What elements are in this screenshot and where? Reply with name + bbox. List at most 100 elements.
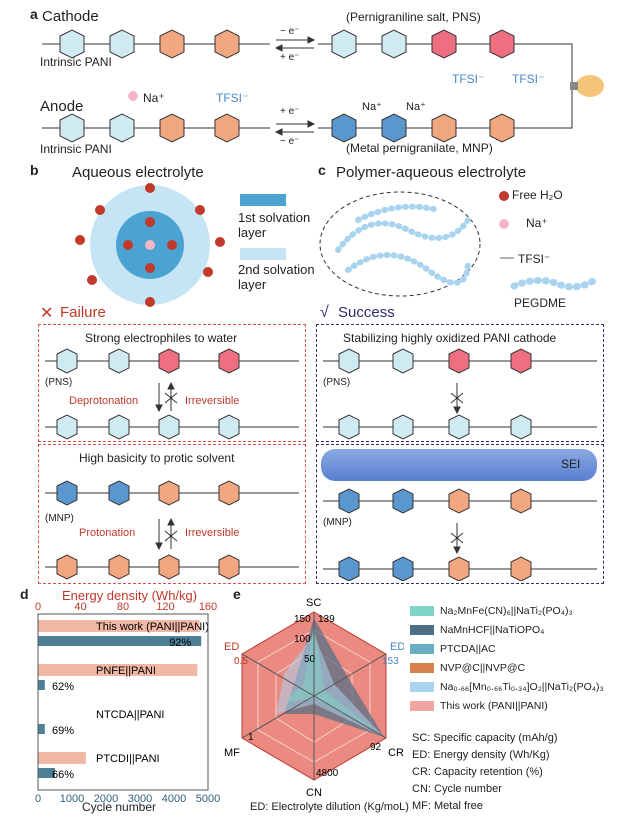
plus-e-top: + e⁻ — [280, 52, 300, 63]
legend-item-5: Na₀.₆₆[Mn₀.₆₆Ti₀.₃₄]O₂||NaTi₂(PO₄)₃ — [410, 678, 622, 697]
reaction-arrows — [274, 36, 316, 136]
cycle-tick-4: 4000 — [162, 793, 186, 805]
success-box1-title: Stabilizing highly oxidized PANI cathode — [343, 331, 557, 345]
intrinsic-pani-bottom: Intrinsic PANI — [40, 142, 112, 156]
cycle-bar-2 — [38, 724, 45, 734]
axis-cr: CR — [388, 747, 404, 759]
category-label-0: This work (PANI||PANI) — [96, 621, 209, 633]
legend-item-2: NaMnHCF||NaTiOPO₄ — [410, 621, 622, 640]
first-solvation-line2: layer — [238, 225, 267, 240]
na-c-icon — [499, 219, 509, 229]
tick-edl-05: 0.5 — [234, 656, 248, 667]
tick-100: 100 — [294, 634, 311, 645]
box1-title: Strong electrophiles to water — [85, 331, 238, 345]
success-check-icon: √ — [320, 304, 329, 321]
cycle-axis-title: Cycle number — [82, 800, 157, 814]
tfsi-a-2: TFSI⁻ — [512, 72, 545, 86]
na-ion-label: Na⁺ — [143, 91, 165, 105]
cycle-bar-1 — [38, 680, 45, 690]
axis-sc: SC — [306, 597, 321, 609]
tfsi-label: TFSI⁻ — [216, 91, 249, 105]
legend-item-4: NVP@C||NVP@C — [410, 659, 622, 678]
box2-irreversible: Irreversible — [185, 527, 240, 539]
energy-bar-3 — [38, 752, 86, 764]
sei-label: SEI — [561, 457, 581, 471]
success-box-1: Stabilizing highly oxidized PANI cathode… — [316, 324, 604, 442]
radar-axes — [241, 612, 387, 780]
plot-frame — [37, 613, 209, 791]
tick-cr-92: 92 — [370, 742, 382, 753]
tick-cn-4800: 4800 — [316, 768, 339, 779]
cycle-tick-1: 1000 — [60, 793, 84, 805]
chain-intrinsic-bottom — [42, 113, 270, 143]
axis-mf: MF — [224, 747, 240, 759]
panel-c-label: c — [318, 162, 326, 178]
failure-box-1: Strong electrophiles to water (PNS) Depr… — [38, 324, 306, 442]
intrinsic-pani-top: Intrinsic PANI — [40, 55, 112, 69]
pns-name: (Pernigraniline salt, PNS) — [346, 10, 481, 24]
box2-tag: (MNP) — [45, 513, 74, 524]
box1-deprotonation: Deprotonation — [69, 395, 139, 407]
legend-item-3: PTCDA||AC — [410, 640, 622, 659]
abbrev-sc: SC: Specific capacity (mAh/g) — [412, 732, 558, 744]
panel-a-label: a — [30, 6, 38, 22]
retention-label-1: 62% — [52, 681, 74, 693]
energy-tick-0: 0 — [35, 601, 41, 613]
cycle-bar-3 — [38, 768, 55, 778]
solvation-diagram — [75, 183, 286, 307]
energy-bar-1 — [38, 664, 198, 676]
abbrev-cn: CN: Cycle number — [412, 783, 502, 795]
light-bulb-icon — [560, 43, 604, 129]
box1-irreversible: Irreversible — [185, 395, 240, 407]
tfsi-c-label: TFSI⁻ — [518, 252, 551, 266]
free-water-icon — [499, 191, 509, 201]
na-a-2: Na⁺ — [406, 101, 426, 113]
cycle-tick-0: 0 — [35, 793, 41, 805]
radar-legend: Na₂MnFe(CN)₆||NaTi₂(PO₄)₃ NaMnHCF||NaTiO… — [410, 602, 622, 716]
polymer-title: Polymer-aqueous electrolyte — [336, 164, 527, 181]
category-label-3: PTCDI||PANI — [96, 753, 160, 765]
tick-sc-139: 139 — [318, 614, 335, 625]
first-solvation-line1: 1st solvation — [238, 210, 311, 225]
success-box2-tag: (MNP) — [323, 517, 352, 528]
sei-layer — [321, 449, 597, 481]
tick-sc-150: 150 — [294, 614, 311, 625]
energy-tick-2: 80 — [117, 601, 129, 613]
energy-bar-0 — [38, 620, 200, 632]
box2-title: High basicity to protic solvent — [79, 451, 235, 465]
legend-item-6: This work (PANI||PANI) — [410, 697, 622, 716]
energy-axis-title: Energy density (Wh/kg) — [62, 588, 198, 603]
axis-edl: ED — [224, 641, 239, 653]
energy-tick-3: 120 — [156, 601, 174, 613]
abbrev-ed: ED: Energy density (Wh/Kg) — [412, 749, 550, 761]
abbrev-list: SC: Specific capacity (mAh/g) ED: Energy… — [412, 730, 558, 815]
minus-e-top: − e⁻ — [280, 26, 300, 37]
pegdme-chains — [335, 203, 471, 286]
radar-footer: ED: Electrolyte dilution (Kg/moL) — [250, 801, 409, 813]
success-box-2: SEI (MNP) — [316, 444, 604, 584]
box1-tag: (PNS) — [45, 377, 73, 388]
retention-label-2: 69% — [52, 725, 74, 737]
first-solvation-label: 1st solvation layer — [238, 210, 310, 240]
tick-ed-153: 153 — [382, 656, 399, 667]
retention-label-3: 66% — [52, 769, 74, 781]
cycle-tick-2: 2000 — [94, 793, 118, 805]
water-molecules — [75, 183, 225, 307]
axis-ed: ED — [390, 641, 404, 653]
failure-box-2: High basicity to protic solvent (MNP) Pr… — [38, 444, 306, 584]
second-solvation-line1: 2nd solvation — [238, 262, 315, 277]
radar-series — [276, 618, 384, 737]
success-box2-structures — [323, 488, 597, 581]
tfsi-a-1: TFSI⁻ — [452, 72, 485, 86]
success-box1-tag: (PNS) — [323, 377, 351, 388]
na-ion-icon — [128, 91, 138, 101]
energy-tick-4: 160 — [199, 601, 217, 613]
radar-chart: SC ED CR CN MF ED 150 139 153 92 4800 1 … — [224, 597, 404, 799]
second-solvation-line2: layer — [238, 277, 267, 292]
plus-e-bottom: + e⁻ — [280, 106, 300, 117]
failure-label: Failure — [60, 304, 106, 321]
chain-mnp-bottom — [318, 113, 560, 143]
cycle-tick-3: 3000 — [128, 793, 152, 805]
